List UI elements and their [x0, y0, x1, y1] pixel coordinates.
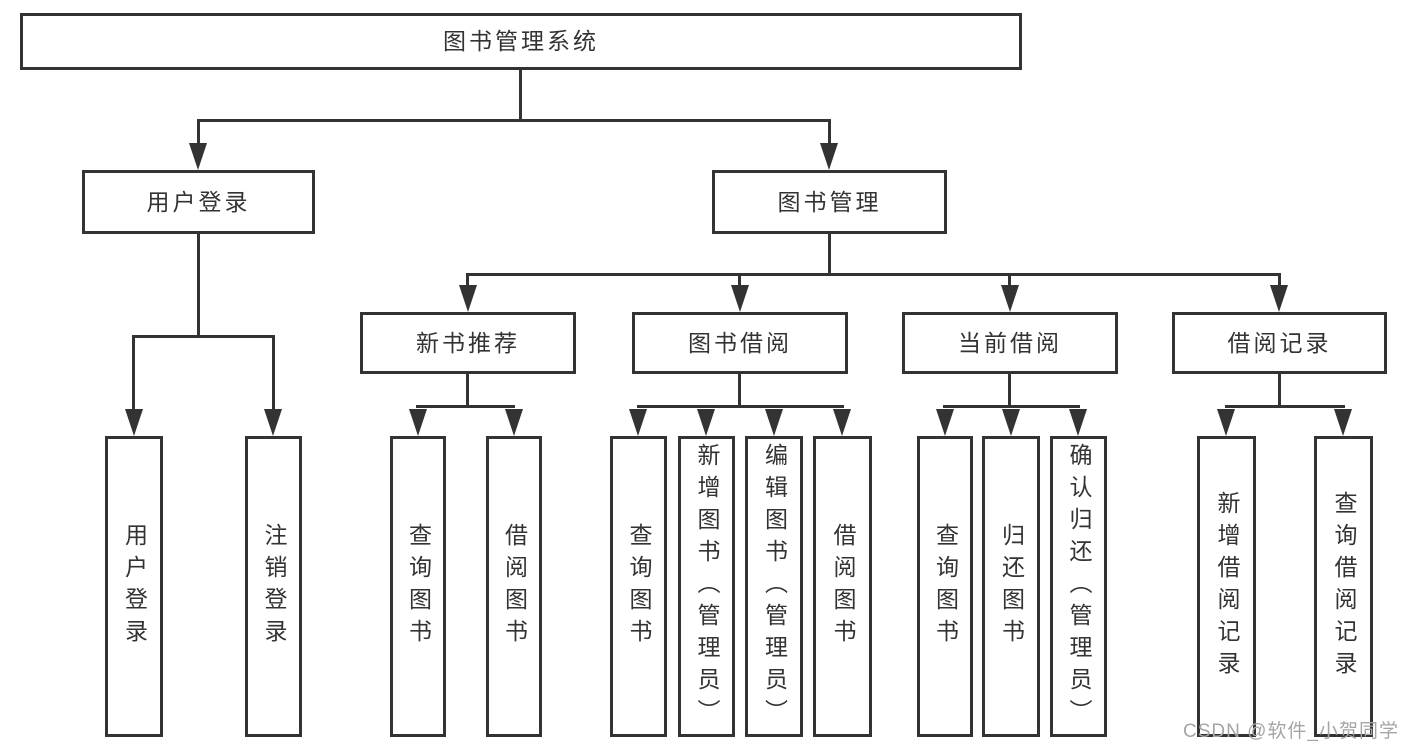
arrow-down-icon — [189, 143, 207, 170]
connector-line — [272, 335, 275, 410]
node-label: 借阅记录 — [1227, 329, 1332, 356]
node-borrowing-records: 借阅记录 — [1172, 312, 1387, 374]
node-label: 新书推荐 — [416, 329, 520, 356]
arrow-down-icon — [936, 409, 954, 436]
connector-line — [197, 234, 200, 335]
leaf-label: 查询图书 — [932, 522, 959, 651]
arrow-down-icon — [1002, 409, 1020, 436]
arrow-down-icon — [820, 143, 838, 170]
leaf-label: 查询借阅记录 — [1331, 490, 1357, 683]
leaf-query-borrow-record: 查询借阅记录 — [1314, 436, 1373, 737]
arrow-down-icon — [1069, 409, 1087, 436]
leaf-return-books: 归还图书 — [982, 436, 1040, 737]
arrow-down-icon — [505, 409, 523, 436]
node-label: 图书借阅 — [688, 329, 792, 356]
watermark-text: CSDN @软件_小贺同学 — [1183, 721, 1399, 742]
connector-line — [1008, 374, 1011, 407]
leaf-label: 编辑图书（管理员） — [761, 442, 788, 731]
leaf-label: 查询图书 — [405, 522, 432, 651]
arrow-down-icon — [697, 409, 715, 436]
connector-line — [828, 234, 831, 273]
leaf-label: 确认归还（管理员） — [1066, 442, 1092, 731]
arrow-down-icon — [1217, 409, 1235, 436]
leaf-borrow-books-newbooks: 借阅图书 — [486, 436, 542, 737]
leaf-add-borrow-record: 新增借阅记录 — [1197, 436, 1256, 737]
leaf-borrow-books-borrowing: 借阅图书 — [813, 436, 872, 737]
connector-line — [738, 374, 741, 407]
leaf-label: 新增图书（管理员） — [694, 442, 720, 731]
node-label: 用户登录 — [146, 188, 251, 215]
connector-line — [637, 405, 844, 408]
leaf-label: 借阅图书 — [501, 522, 528, 651]
leaf-confirm-return-admin: 确认归还（管理员） — [1050, 436, 1107, 737]
arrow-down-icon — [629, 409, 647, 436]
leaf-add-books-admin: 新增图书（管理员） — [678, 436, 735, 737]
arrow-down-icon — [765, 409, 783, 436]
arrow-down-icon — [409, 409, 427, 436]
connector-line — [133, 335, 275, 338]
connector-line — [132, 335, 135, 410]
connector-line — [738, 273, 741, 286]
node-new-book-recommend: 新书推荐 — [360, 312, 576, 374]
connector-line — [197, 119, 831, 122]
arrow-down-icon — [731, 285, 749, 312]
leaf-edit-books-admin: 编辑图书（管理员） — [745, 436, 803, 737]
leaf-label: 借阅图书 — [830, 522, 856, 651]
node-label: 图书管理系统 — [443, 28, 599, 54]
leaf-query-books-current: 查询图书 — [917, 436, 973, 737]
leaf-label: 用户登录 — [121, 522, 148, 651]
connector-line — [828, 119, 831, 145]
arrow-down-icon — [1001, 285, 1019, 312]
leaf-label: 查询图书 — [626, 522, 652, 651]
connector-line — [1278, 374, 1281, 407]
leaf-logout: 注销登录 — [245, 436, 302, 737]
arrow-down-icon — [125, 409, 143, 436]
connector-line — [197, 119, 200, 145]
connector-line — [943, 405, 1080, 408]
node-library-management-system: 图书管理系统 — [20, 13, 1022, 70]
node-label: 当前借阅 — [958, 329, 1062, 356]
arrow-down-icon — [459, 285, 477, 312]
connector-line — [1225, 405, 1345, 408]
node-user-login: 用户登录 — [82, 170, 315, 234]
node-book-management: 图书管理 — [712, 170, 947, 234]
leaf-user-login: 用户登录 — [105, 436, 163, 737]
connector-line — [466, 273, 469, 286]
arrow-down-icon — [1334, 409, 1352, 436]
connector-line — [466, 273, 1280, 276]
node-current-borrowing: 当前借阅 — [902, 312, 1118, 374]
leaf-query-books-newbooks: 查询图书 — [390, 436, 446, 737]
arrow-down-icon — [833, 409, 851, 436]
connector-line — [1008, 273, 1011, 286]
arrow-down-icon — [264, 409, 282, 436]
connector-line — [466, 374, 469, 407]
node-book-borrowing: 图书借阅 — [632, 312, 848, 374]
leaf-label: 归还图书 — [998, 522, 1025, 651]
leaf-label: 新增借阅记录 — [1214, 490, 1240, 683]
connector-line — [1278, 273, 1281, 286]
connector-line — [519, 70, 522, 119]
arrow-down-icon — [1270, 285, 1288, 312]
leaf-label: 注销登录 — [261, 522, 287, 651]
leaf-query-books-borrowing: 查询图书 — [610, 436, 667, 737]
node-label: 图书管理 — [777, 188, 882, 215]
connector-line — [416, 405, 515, 408]
